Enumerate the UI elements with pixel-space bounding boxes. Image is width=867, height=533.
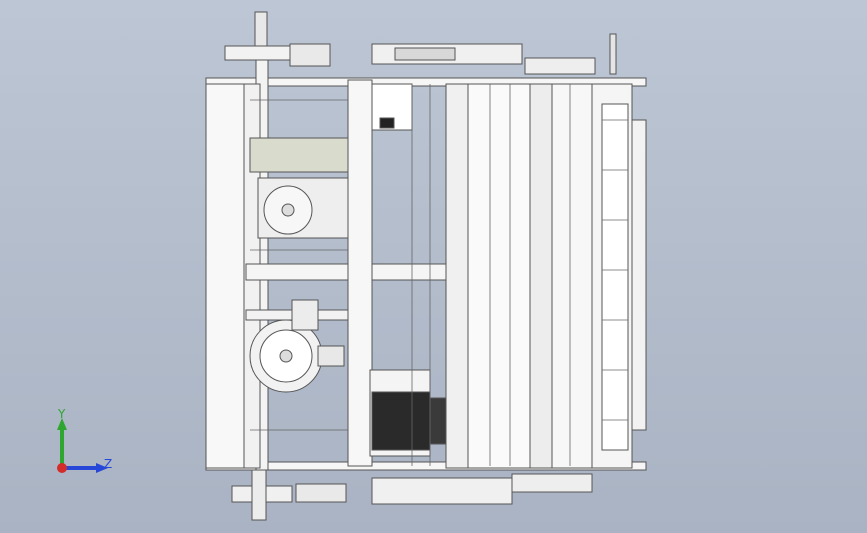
x-axis-dot — [57, 463, 67, 473]
triad-origin: Y Z — [57, 408, 112, 473]
upper-black-block-inner — [379, 117, 395, 129]
motor-body — [371, 391, 431, 451]
pulley-hub — [281, 203, 295, 217]
spring — [394, 47, 456, 61]
center-column — [347, 79, 373, 467]
z-axis-arrowhead — [96, 463, 108, 473]
top-right-block — [524, 57, 596, 75]
right-roller — [601, 103, 629, 451]
detail-lines — [250, 84, 628, 466]
small-motor — [291, 299, 319, 331]
coordinate-triad: Y Z — [57, 408, 112, 473]
belt — [249, 137, 351, 173]
y-axis-arrowhead — [57, 418, 67, 430]
bottom-cylinder — [371, 477, 513, 505]
y-axis-label: Y — [57, 408, 66, 421]
center-panel-1 — [445, 83, 469, 469]
top-bracket — [289, 43, 331, 67]
gear-side-block — [317, 345, 345, 367]
z-axis-label: Z — [104, 457, 112, 471]
center-panel-2 — [467, 83, 531, 469]
center-panel-3 — [529, 83, 553, 469]
large-gear-hub — [279, 349, 293, 363]
machine-assembly — [205, 11, 647, 521]
frame-left-plate — [205, 83, 247, 469]
bottom-right-block — [511, 473, 593, 493]
bottom-shaft — [251, 469, 267, 521]
frame-top-beam — [205, 77, 647, 87]
bottom-bracket — [295, 483, 347, 503]
right-outer-rail — [631, 119, 647, 431]
right-vertical-rod — [609, 33, 617, 75]
center-panel-4 — [551, 83, 593, 469]
motor-cap — [429, 397, 447, 445]
